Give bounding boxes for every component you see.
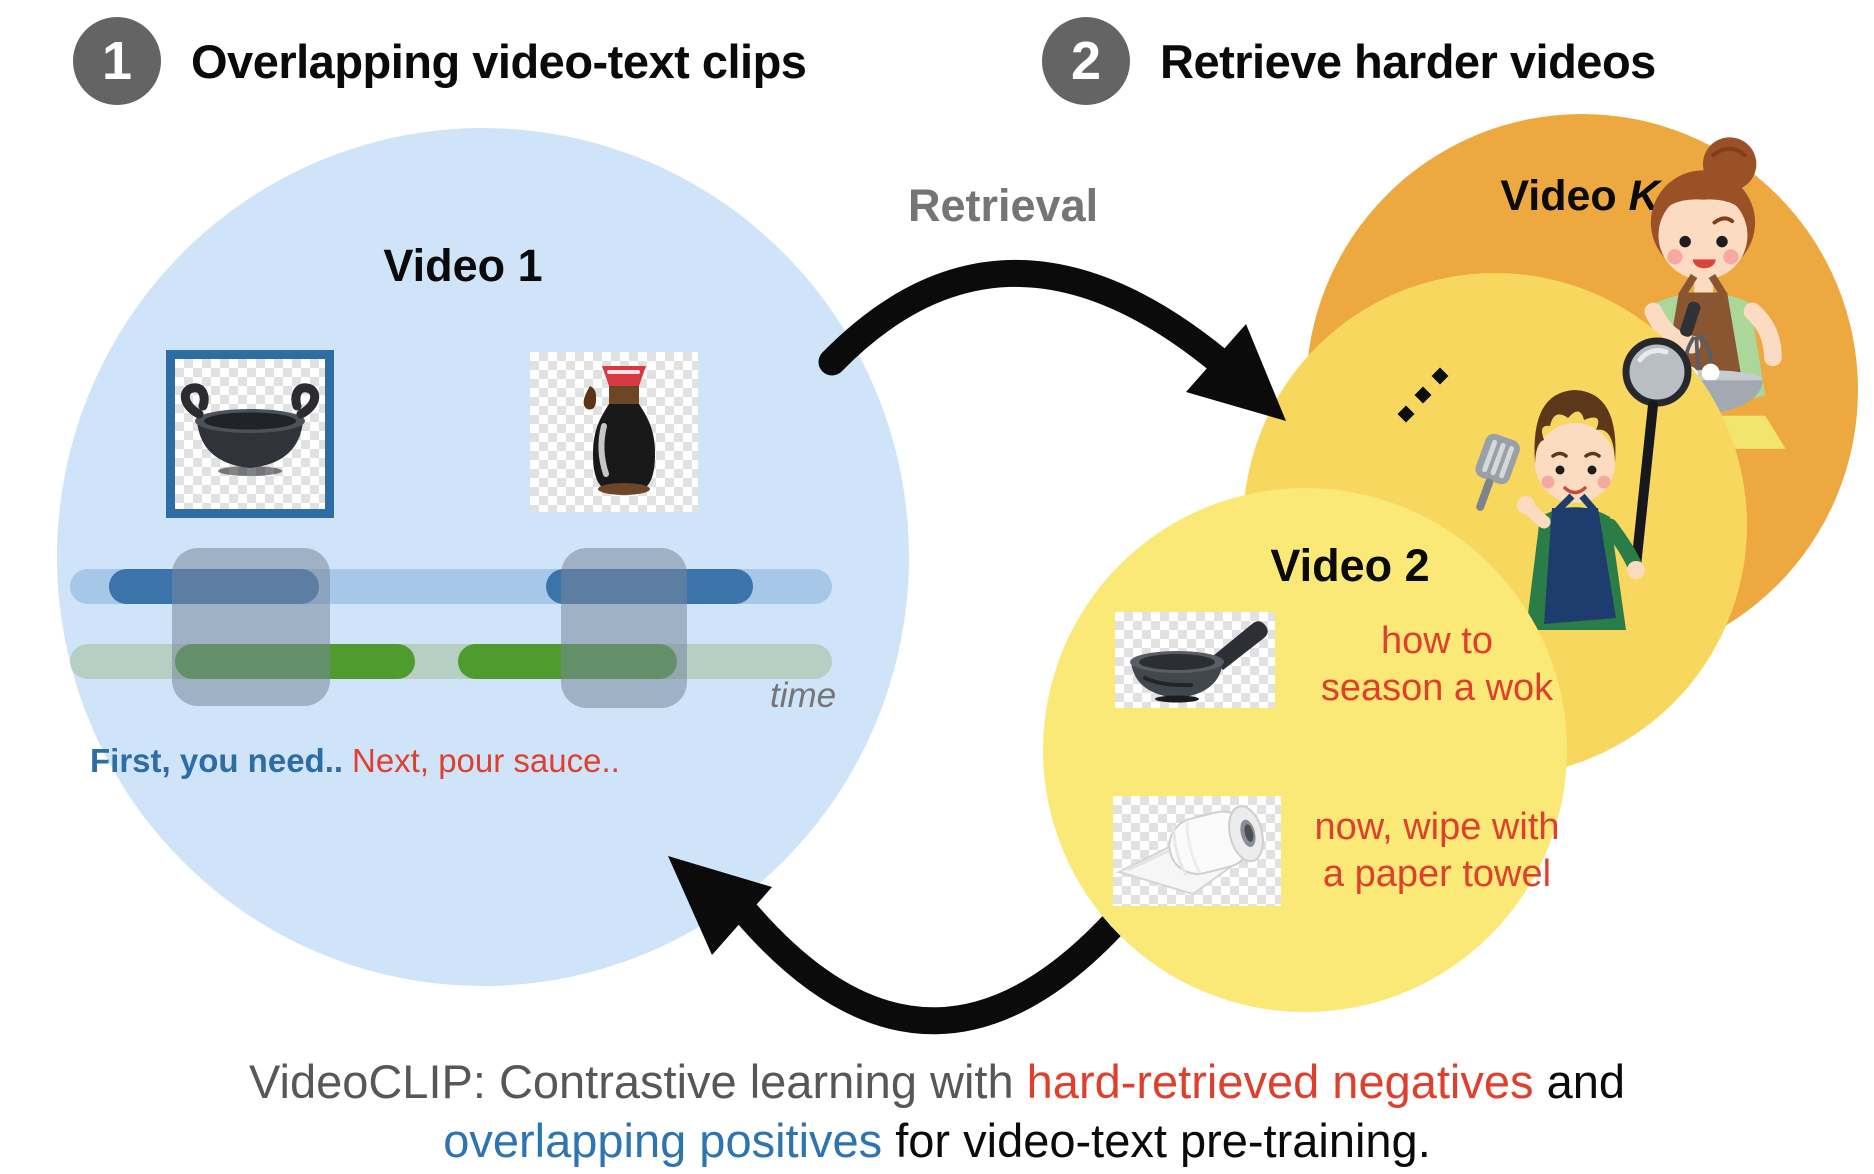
step-1-header: 1 Overlapping video-text clips bbox=[73, 17, 807, 105]
video1-clip2 bbox=[530, 352, 698, 512]
diagonal-ellipsis-dots bbox=[1396, 367, 1452, 424]
caption-line: a paper towel bbox=[1322, 853, 1552, 895]
video2-circle: Video 2 how to season a wok bbox=[1043, 488, 1567, 1012]
step-2-badge: 2 bbox=[1042, 17, 1130, 105]
paper-towel-icon bbox=[1116, 805, 1264, 896]
video1-clip-frame bbox=[166, 350, 334, 518]
caption-part-4: overlapping positives bbox=[443, 1114, 883, 1167]
caption-line: how to bbox=[1381, 620, 1493, 662]
step-1-badge: 1 bbox=[73, 17, 161, 105]
cooking-boy-illustration bbox=[1475, 337, 1692, 630]
video1-circle: Video 1 bbox=[57, 128, 909, 986]
video2-item2-caption: now, wipe with a paper towel bbox=[1314, 804, 1559, 898]
caption-part-3: and bbox=[1533, 1055, 1625, 1108]
soy-sauce-bottle-icon bbox=[583, 366, 655, 495]
figure-caption: VideoCLIP: Contrastive learning with har… bbox=[0, 1052, 1874, 1170]
overlap-window-2 bbox=[561, 548, 687, 708]
wok-icon bbox=[180, 383, 320, 476]
retrieval-label: Retrieval bbox=[908, 180, 1099, 231]
caption-part-5: for video-text pre-training. bbox=[882, 1114, 1431, 1167]
ellipsis-dot bbox=[1397, 405, 1415, 423]
caption-line-1: VideoCLIP: Contrastive learning with har… bbox=[0, 1052, 1874, 1111]
step-1-label: Overlapping video-text clips bbox=[191, 34, 807, 88]
ellipsis-dot bbox=[1431, 367, 1449, 385]
videoK-title-prefix: Video bbox=[1500, 172, 1629, 220]
video2-item2-image bbox=[1113, 796, 1281, 906]
caption-part-1: VideoCLIP: Contrastive learning with bbox=[249, 1055, 1027, 1108]
videoK-title: Video K bbox=[1500, 172, 1659, 221]
caption-line-2: overlapping positives for video-text pre… bbox=[0, 1111, 1874, 1170]
step-2-header: 2 Retrieve harder videos bbox=[1042, 17, 1656, 105]
time-axis-label: time bbox=[770, 676, 837, 715]
caption-part-2: hard-retrieved negatives bbox=[1026, 1055, 1534, 1108]
ellipsis-dot bbox=[1414, 386, 1432, 404]
caption-line: now, wipe with bbox=[1314, 806, 1560, 848]
transcript-text-1: First, you need.. bbox=[90, 742, 344, 779]
transcript-text-2: Next, pour sauce.. bbox=[352, 742, 620, 779]
step-2-label: Retrieve harder videos bbox=[1160, 34, 1656, 88]
video2-title: Video 2 bbox=[1270, 540, 1430, 591]
caption-line: season a wok bbox=[1320, 667, 1554, 709]
video1-title: Video 1 bbox=[383, 240, 543, 291]
video2-item1-image bbox=[1115, 612, 1275, 708]
overlap-window-1 bbox=[172, 548, 330, 706]
frying-pan-icon bbox=[1130, 621, 1268, 703]
video2-item1-caption: how to season a wok bbox=[1321, 618, 1553, 712]
